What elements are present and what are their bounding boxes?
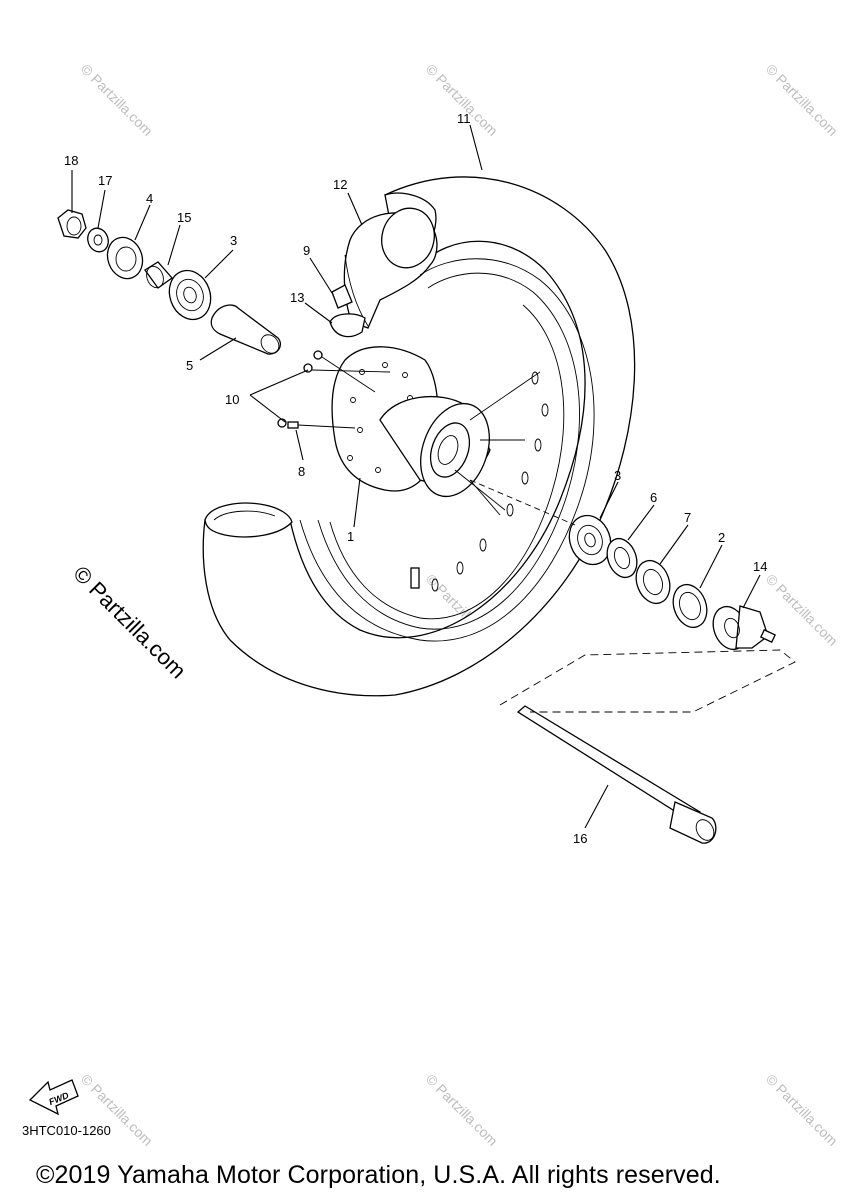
fwd-arrow-icon: FWD — [28, 1079, 79, 1116]
callout-3-right: 3 — [614, 468, 621, 483]
callout-3-left: 3 — [230, 233, 237, 248]
rim-band-part — [331, 284, 353, 309]
alignment-lines — [469, 479, 796, 713]
collar-part — [144, 261, 173, 289]
callout-15: 15 — [177, 210, 191, 225]
watermark-faint-7: © Partzilla.com — [423, 1071, 501, 1149]
washer-part — [87, 227, 109, 253]
callout-14: 14 — [753, 559, 767, 574]
watermark-faint-3: © Partzilla.com — [763, 61, 841, 139]
callout-9: 9 — [303, 243, 310, 258]
speedometer-gear-unit-part — [712, 605, 776, 651]
retainer-part — [606, 537, 638, 579]
watermark-faint-2: © Partzilla.com — [423, 61, 501, 139]
callout-6: 6 — [650, 490, 657, 505]
valve-part — [329, 313, 366, 338]
oil-seal-part — [106, 236, 144, 280]
tube-part — [343, 207, 438, 329]
callout-5: 5 — [186, 358, 193, 373]
callout-12: 12 — [333, 177, 347, 192]
axle-nut-part — [57, 209, 87, 239]
callout-7: 7 — [684, 510, 691, 525]
collar-right-part — [672, 583, 708, 629]
callout-18: 18 — [64, 153, 78, 168]
callout-4: 4 — [146, 191, 153, 206]
bearing-left-part — [168, 269, 212, 321]
watermark-main: © Partzilla.com — [68, 561, 191, 684]
diagram-code: 3HTC010-1260 — [22, 1123, 111, 1138]
axle-part — [516, 705, 717, 844]
oil-seal-right-part — [635, 559, 671, 605]
bearing-right-part — [568, 514, 612, 566]
callout-2: 2 — [718, 530, 725, 545]
callout-8: 8 — [298, 464, 305, 479]
callout-1: 1 — [347, 529, 354, 544]
spoke-part — [303, 350, 391, 393]
callouts: 18 17 4 15 3 5 9 13 12 11 10 8 1 3 6 7 2… — [64, 111, 767, 846]
watermark-faint-1: © Partzilla.com — [78, 61, 156, 139]
spacer-part — [210, 304, 282, 355]
callout-10: 10 — [225, 392, 239, 407]
leader-lines — [71, 124, 761, 829]
copyright-notice: ©2019 Yamaha Motor Corporation, U.S.A. A… — [36, 1161, 721, 1189]
callout-11: 11 — [457, 111, 471, 126]
callout-17: 17 — [98, 173, 112, 188]
callout-16: 16 — [573, 831, 587, 846]
rim-part — [299, 258, 595, 642]
watermark-faint-8: © Partzilla.com — [763, 1071, 841, 1149]
hub-part — [331, 346, 541, 516]
callout-13: 13 — [290, 290, 304, 305]
